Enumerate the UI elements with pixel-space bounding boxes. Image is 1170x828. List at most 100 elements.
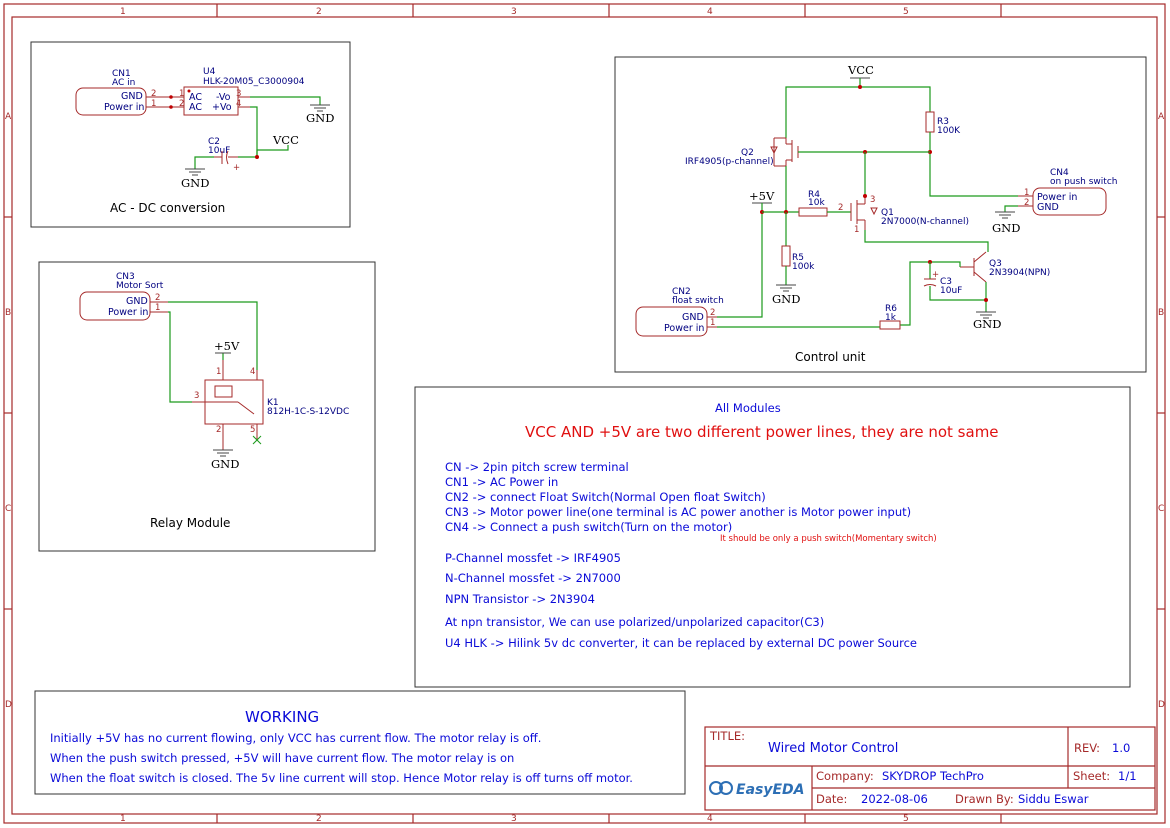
u4-ac1: AC (189, 92, 202, 103)
svg-text:2: 2 (155, 293, 160, 303)
note-cn4-warning: It should be only a push switch(Momentar… (720, 534, 937, 544)
svg-text:3: 3 (236, 89, 241, 99)
k1-value: 812H-1C-S-12VDC (267, 407, 349, 417)
r5-value: 100k (792, 262, 815, 272)
drawing-title: Wired Motor Control (768, 741, 898, 756)
grid-labels: 1 2 3 4 5 1 2 3 4 5 A B C D A B C D (5, 7, 1165, 824)
gnd-net-label: GND (306, 111, 334, 125)
col-label: 4 (707, 7, 713, 17)
notes-warning: VCC AND +5V are two different power line… (525, 423, 999, 441)
sheet-label: Sheet: (1073, 769, 1110, 783)
company-value: SKYDROP TechPro (882, 769, 984, 783)
col-label: 5 (903, 7, 909, 17)
svg-text:4: 4 (236, 99, 241, 109)
u4-vpos: +Vo (212, 102, 232, 113)
control-caption: Control unit (795, 350, 866, 364)
svg-text:1: 1 (155, 303, 160, 313)
q1-nmos (850, 196, 878, 230)
row-label: B (5, 308, 11, 318)
cn4-pin-gnd: GND (1037, 202, 1059, 213)
svg-text:4: 4 (250, 367, 255, 377)
ac-dc-caption: AC - DC conversion (110, 201, 225, 215)
cn1-pin-power: Power in (104, 102, 144, 113)
svg-text:2: 2 (838, 203, 843, 213)
svg-text:3: 3 (194, 391, 199, 401)
q3-ref: Q3 (989, 259, 1002, 269)
row-label: C (1158, 504, 1164, 514)
svg-text:2: 2 (710, 308, 715, 318)
cn2-pin-gnd: GND (682, 312, 704, 323)
note-line: N-Channel mossfet -> 2N7000 (445, 571, 621, 585)
svg-text:+: + (932, 270, 939, 280)
cn4-ref: CN4 (1050, 168, 1069, 178)
q1-ref: Q1 (881, 208, 894, 218)
relay-caption: Relay Module (150, 516, 230, 530)
working-line: When the float switch is closed. The 5v … (50, 771, 633, 785)
r6-resistor (879, 320, 901, 330)
p5v-net-label: +5V (214, 339, 240, 353)
title-label: TITLE: (709, 729, 745, 743)
col-label: 4 (707, 814, 713, 824)
c3-value: 10uF (940, 286, 962, 296)
q3-value: 2N3904(NPN) (989, 268, 1050, 278)
gnd-net-label: GND (992, 221, 1020, 235)
q3-npn (960, 251, 987, 283)
svg-text:3: 3 (870, 195, 875, 205)
note-line: CN -> 2pin pitch screw terminal (445, 460, 629, 474)
cn1-connector (75, 87, 147, 116)
cn3-ref: CN3 (116, 272, 135, 282)
row-label: B (1158, 308, 1164, 318)
sheet-value: 1/1 (1118, 769, 1137, 783)
row-label: A (5, 112, 12, 122)
gnd-net-label: GND (211, 457, 239, 471)
cn4-value: on push switch (1050, 177, 1117, 187)
sheet-outer-border (3, 3, 1166, 824)
working-line: When the push switch pressed, +5V will h… (50, 751, 514, 765)
r4-resistor (798, 207, 828, 217)
col-label: 5 (903, 814, 909, 824)
cn4-pin-power: Power in (1037, 192, 1077, 203)
notes-heading: All Modules (715, 401, 781, 415)
date-value: 2022-08-06 (861, 792, 928, 806)
r5-ref: R5 (792, 253, 804, 263)
r5-resistor (781, 245, 791, 267)
svg-text:2: 2 (151, 89, 156, 99)
svg-text:5: 5 (250, 425, 255, 435)
note-line: U4 HLK -> Hilink 5v dc converter, it can… (445, 636, 917, 650)
col-label: 3 (511, 7, 517, 17)
r4-ref: R4 (808, 190, 820, 200)
note-line: At npn transistor, We can use polarized/… (445, 615, 824, 629)
cn2-pin-power: Power in (664, 323, 704, 334)
date-label: Date: (816, 792, 847, 806)
relay-block: Relay Module CN3 Motor Sort GND Power in… (38, 261, 376, 552)
working-heading: WORKING (245, 708, 319, 726)
drawn-by-value: Siddu Eswar (1018, 792, 1089, 806)
u4-ac2: AC (189, 102, 202, 113)
svg-text:1: 1 (1024, 188, 1029, 198)
working-block: WORKING Initially +5V has no current flo… (34, 690, 686, 795)
ac-dc-block: AC - DC conversion CN1 AC in GND Power i… (30, 41, 351, 228)
vcc-net-label: VCC (272, 133, 299, 147)
cn3-pin-gnd: GND (126, 296, 148, 307)
sheet-inner-border (11, 16, 1158, 815)
svg-text:1: 1 (179, 89, 184, 99)
q2-pmos (770, 137, 799, 167)
r4-value: 10k (808, 198, 825, 208)
cn2-ref: CN2 (672, 287, 691, 297)
title-block: TITLE: Wired Motor Control REV: 1.0 Comp… (704, 726, 1156, 811)
cn1-pin-gnd: GND (121, 91, 143, 102)
u4-value: HLK-20M05_C3000904 (203, 77, 305, 87)
cn2-connector (635, 306, 708, 337)
r6-ref: R6 (885, 304, 897, 314)
col-label: 2 (316, 814, 322, 824)
c2-ref: C2 (208, 137, 220, 147)
note-line: CN1 -> AC Power in (445, 475, 558, 489)
r6-value: 1k (885, 313, 897, 323)
svg-text:2: 2 (1024, 198, 1029, 208)
r3-ref: R3 (937, 117, 949, 127)
col-label: 3 (511, 814, 517, 824)
note-line: CN2 -> connect Float Switch(Normal Open … (445, 490, 766, 504)
note-line: NPN Transistor -> 2N3904 (445, 592, 595, 606)
q2-value: IRF4905(p-channel) (685, 157, 774, 167)
